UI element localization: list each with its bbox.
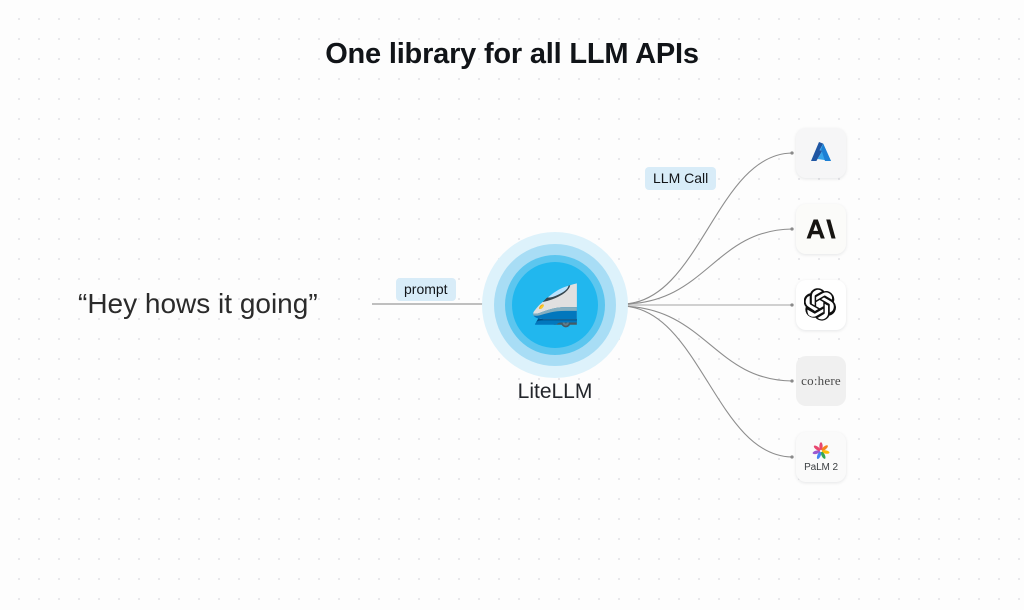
litellm-node-label: LiteLLM bbox=[517, 380, 593, 403]
palm-label: PaLM 2 bbox=[804, 461, 838, 473]
azure-logo-icon bbox=[811, 142, 831, 161]
bullet-train-icon: 🚄 bbox=[530, 284, 580, 328]
anthropic-logo-icon bbox=[806, 219, 836, 239]
provider-tile-cohere[interactable]: co:here bbox=[796, 356, 846, 406]
edge-litellm-to-anthropic bbox=[621, 227, 794, 305]
palm-pinwheel-icon bbox=[812, 441, 830, 459]
provider-tile-palm[interactable]: PaLM 2 bbox=[796, 432, 846, 482]
edge-litellm-to-cohere bbox=[621, 305, 794, 383]
provider-tile-anthropic[interactable] bbox=[796, 204, 846, 254]
litellm-node[interactable]: 🚄 bbox=[482, 232, 628, 378]
edge-label-prompt: prompt bbox=[396, 278, 456, 302]
openai-logo-icon bbox=[804, 288, 836, 321]
litellm-node-core: 🚄 bbox=[512, 262, 598, 348]
provider-tile-azure[interactable] bbox=[796, 128, 846, 178]
page-title: One library for all LLM APIs bbox=[325, 38, 699, 70]
provider-tile-openai[interactable] bbox=[796, 280, 846, 330]
cohere-wordmark-icon: co:here bbox=[801, 373, 841, 388]
edge-label-llm-call: LLM Call bbox=[645, 167, 717, 191]
user-prompt-text: “Hey hows it going” bbox=[78, 288, 318, 319]
